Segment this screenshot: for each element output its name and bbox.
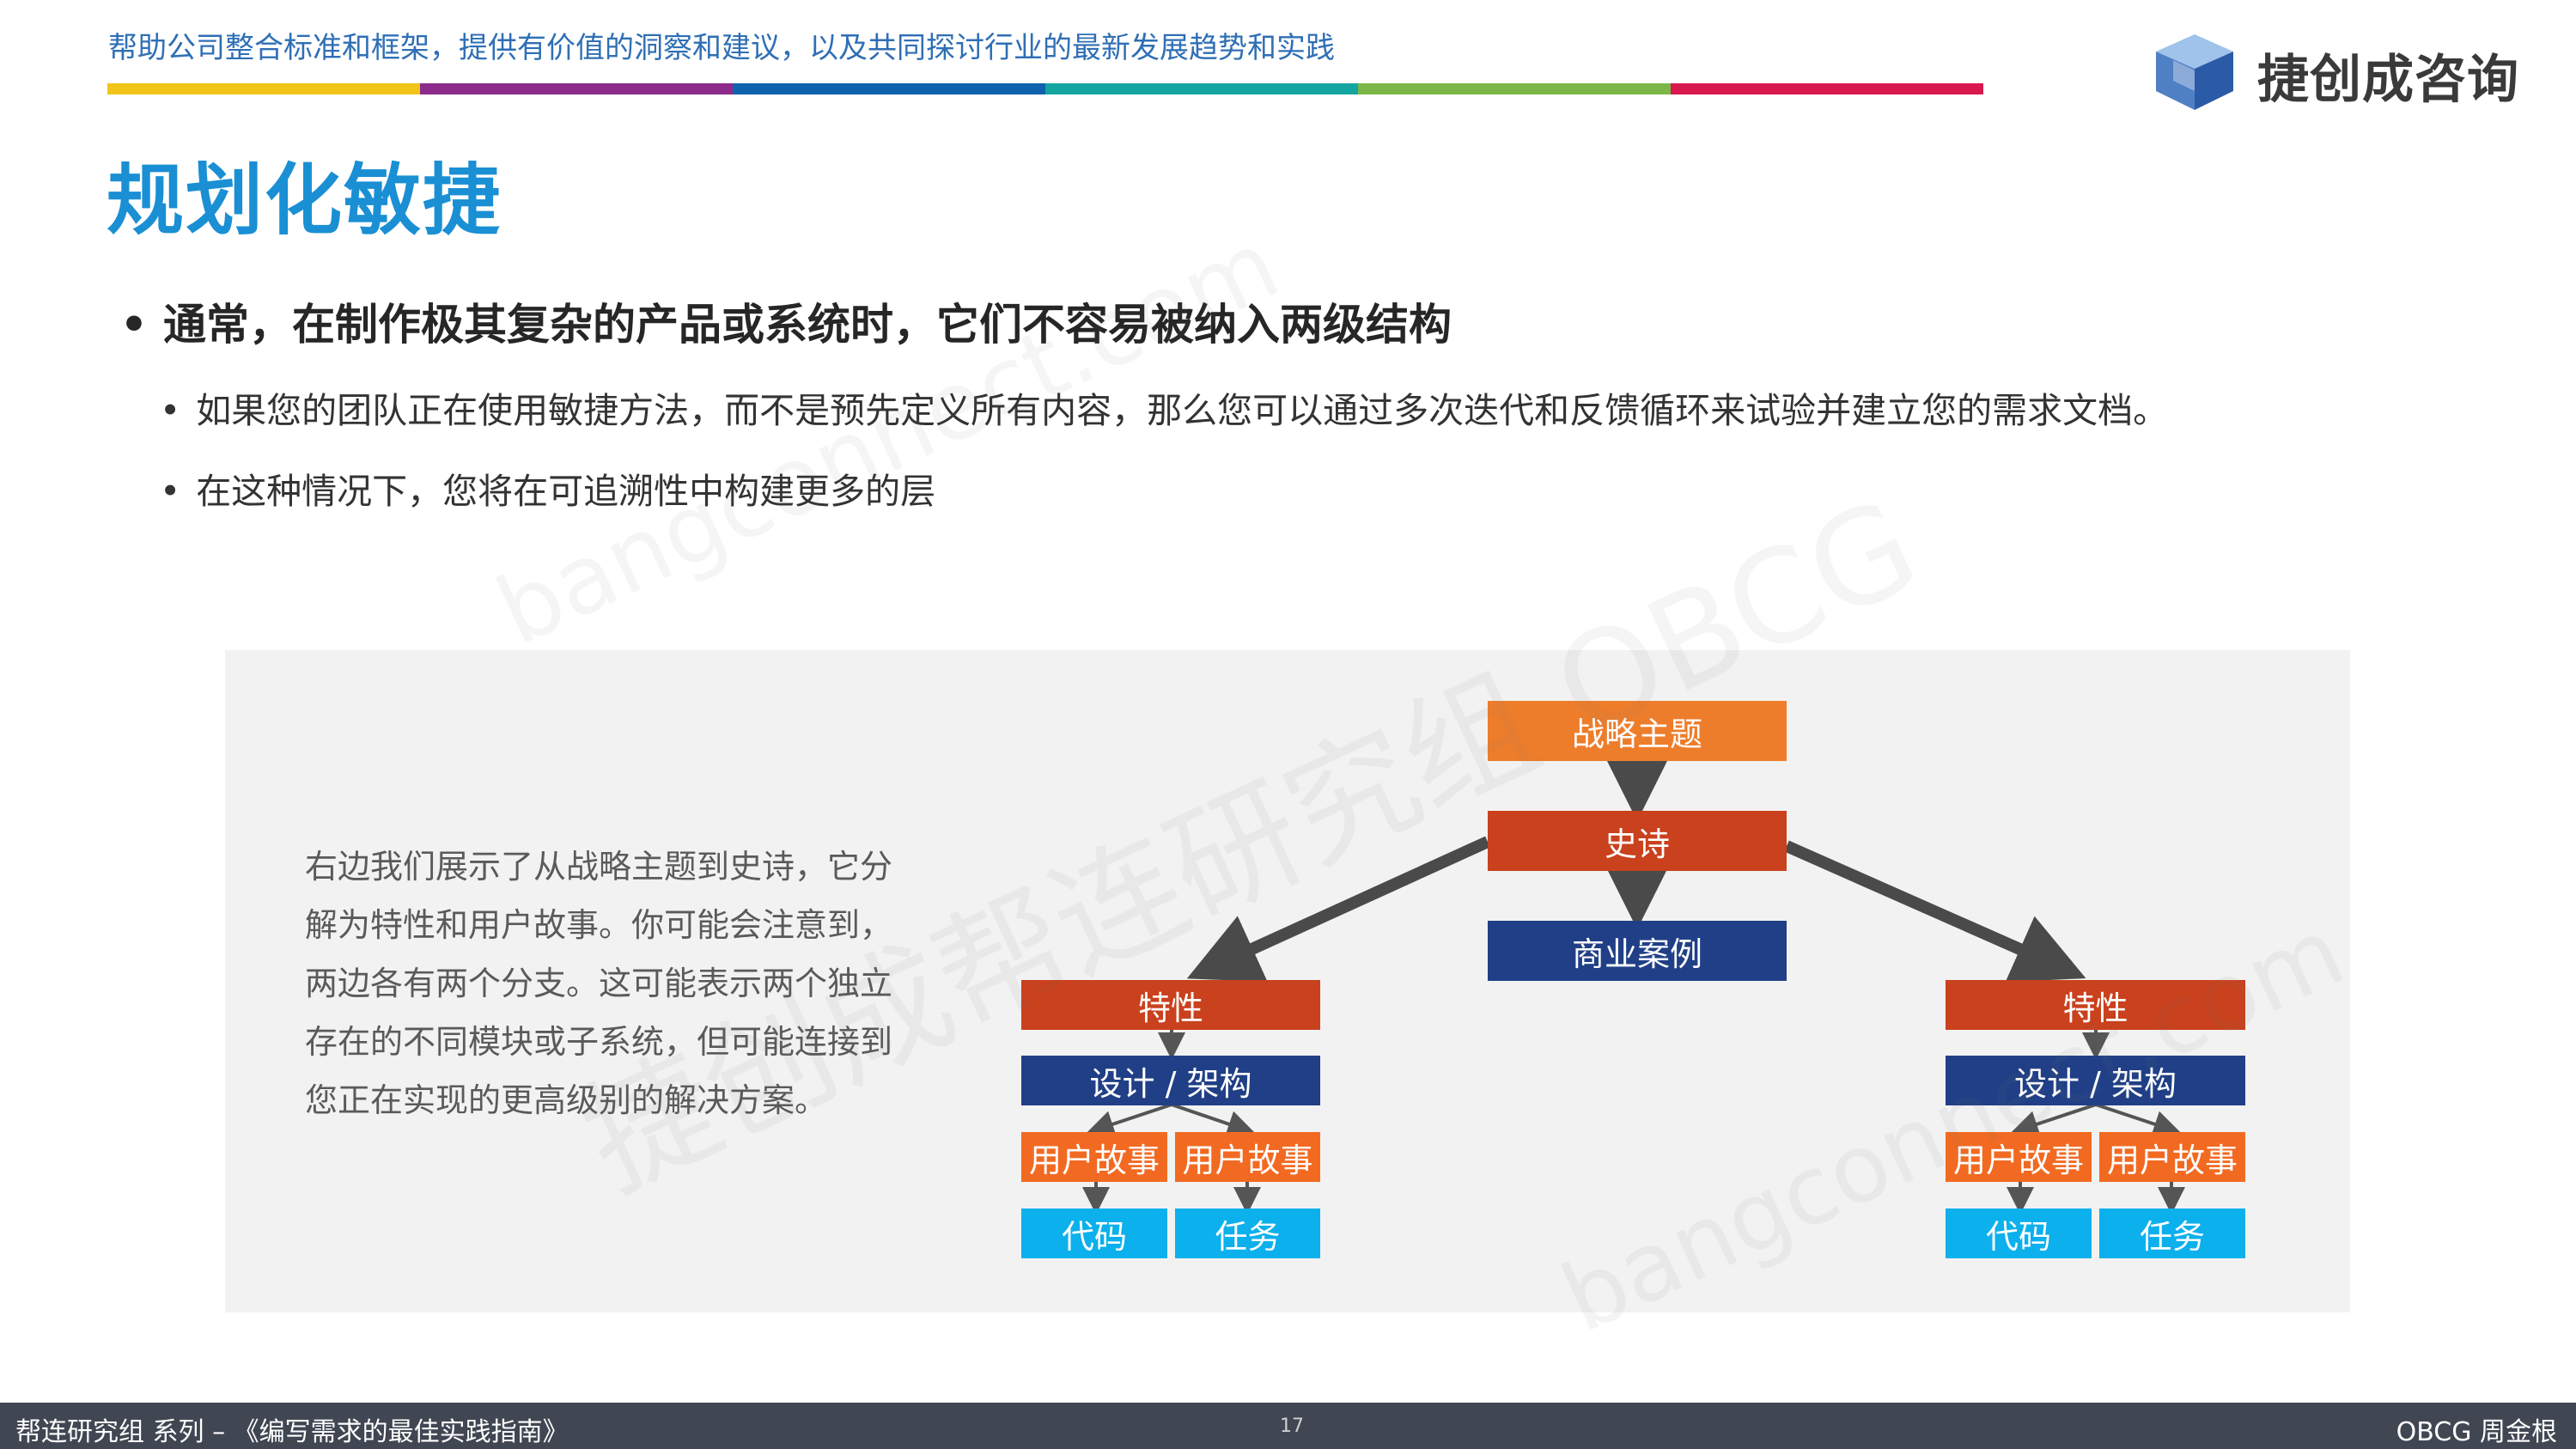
box-left-feature: 特性 [1021, 980, 1320, 1030]
header-color-bar [107, 83, 1983, 94]
color-bar-segment [1045, 83, 1358, 94]
arrow-epic-right [1784, 840, 2086, 983]
bullet-dot: • [160, 390, 181, 431]
box-right-story-2: 用户故事 [2099, 1132, 2245, 1182]
panel-description: 右边我们展示了从战略主题到史诗，它分解为特性和用户故事。你可能会注意到，两边各有… [305, 848, 893, 1119]
arrow-left-design-story2 [1171, 1103, 1256, 1137]
sub-bullet-text: 在这种情况下，您将在可追溯性中构建更多的层 [196, 471, 936, 512]
sub-bullet: • 如果您的团队正在使用敏捷方法，而不是预先定义所有内容，那么您可以通过多次迭代和… [160, 381, 2168, 433]
box-left-code: 代码 [1021, 1209, 1167, 1258]
box-left-task: 任务 [1175, 1209, 1320, 1258]
company-logo [2147, 31, 2525, 113]
footer-series-title: 帮连研究组 系列 – 《编写需求的最佳实践指南》 [15, 1417, 569, 1447]
footer-bar [0, 1403, 2576, 1449]
color-bar-segment [420, 83, 733, 94]
bullet-dot: • [160, 471, 181, 512]
box-left-design: 设计 / 架构 [1021, 1056, 1320, 1105]
box-business-case: 商业案例 [1488, 921, 1787, 981]
page-number: 17 [1280, 1416, 1304, 1437]
footer-author: OBCG 周金根 [2396, 1417, 2557, 1447]
bullet-dot: • [120, 300, 148, 350]
main-bullet: • 通常，在制作极其复杂的产品或系统时，它们不容易被纳入两级结构 [120, 290, 1452, 352]
arrow-left-design-story1 [1086, 1103, 1172, 1138]
header-tagline: 帮助公司整合标准和框架，提供有价值的洞察和建议，以及共同探讨行业的最新发展趋势和… [108, 31, 1335, 65]
box-epic: 史诗 [1488, 811, 1787, 871]
box-right-task: 任务 [2099, 1209, 2245, 1258]
box-left-story-2: 用户故事 [1175, 1132, 1320, 1182]
box-right-design: 设计 / 架构 [1946, 1056, 2245, 1105]
arrow-right-design-story2 [2095, 1103, 2182, 1138]
box-left-story-1: 用户故事 [1021, 1132, 1167, 1182]
main-bullet-text: 通常，在制作极其复杂的产品或系统时，它们不容易被纳入两级结构 [162, 300, 1452, 350]
box-strategic-theme: 战略主题 [1488, 701, 1787, 761]
box-right-code: 代码 [1946, 1209, 2092, 1258]
page-title: 规划化敏捷 [107, 155, 502, 246]
box-right-story-1: 用户故事 [1946, 1132, 2092, 1182]
color-bar-segment [1358, 83, 1671, 94]
arrow-epic-left [1186, 836, 1490, 982]
logo-text: 捷创成咨询 [2257, 50, 2519, 110]
cube-logo-icon [2156, 34, 2233, 110]
sub-bullet-text: 如果您的团队正在使用敏捷方法，而不是预先定义所有内容，那么您可以通过多次迭代和反… [196, 390, 2169, 431]
color-bar-segment [733, 83, 1045, 94]
arrow-right-design-story1 [2010, 1103, 2097, 1138]
sub-bullet: • 在这种情况下，您将在可追溯性中构建更多的层 [160, 462, 935, 514]
color-bar-segment [1671, 83, 1983, 94]
box-right-feature: 特性 [1946, 980, 2245, 1030]
color-bar-segment [107, 83, 420, 94]
